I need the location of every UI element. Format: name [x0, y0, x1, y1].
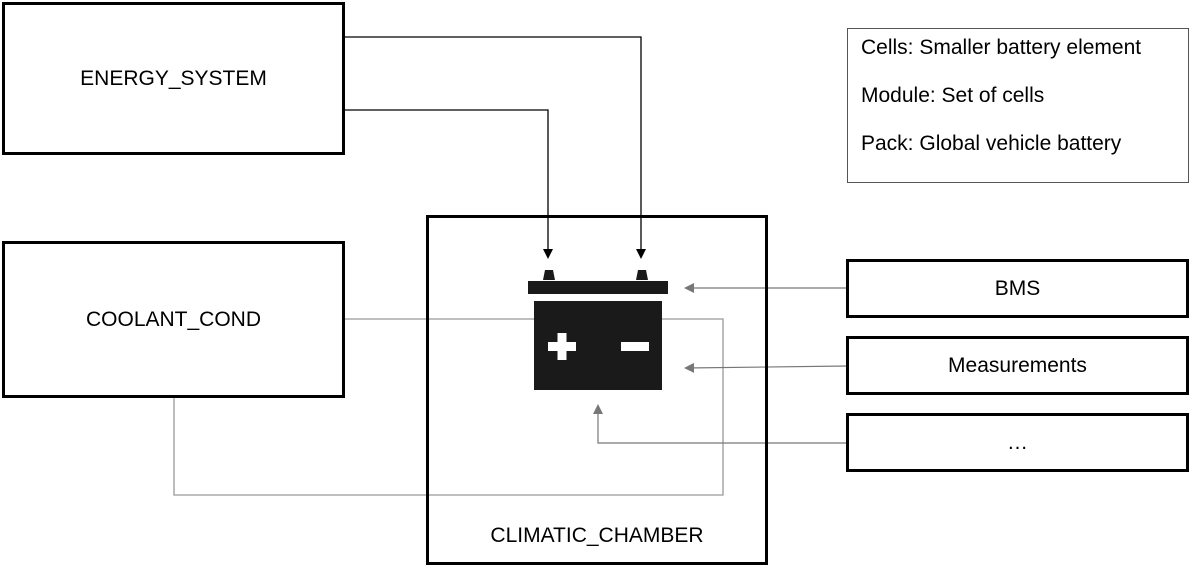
coolant-cond-box: COOLANT_COND — [2, 241, 345, 398]
other-input-label: … — [1007, 430, 1028, 454]
battery-icon — [528, 270, 668, 390]
legend-pack: Pack: Global vehicle battery — [861, 132, 1122, 155]
climatic-chamber-box: CLIMATIC_CHAMBER — [426, 215, 768, 565]
coolant-cond-label: COOLANT_COND — [85, 307, 262, 331]
bms-box: BMS — [846, 259, 1189, 318]
measurements-box: Measurements — [846, 336, 1189, 395]
legend-cells: Cells: Smaller battery element — [861, 36, 1142, 59]
power-line-positive — [345, 109, 553, 259]
other-input-box: … — [846, 413, 1189, 472]
legend-module: Module: Set of cells — [861, 84, 1045, 107]
energy-system-box: ENERGY_SYSTEM — [2, 2, 345, 155]
other-signal-line — [593, 404, 848, 444]
legend-box: Cells: Smaller battery element Module: S… — [847, 28, 1189, 183]
climatic-chamber-label: CLIMATIC_CHAMBER — [490, 524, 704, 547]
bms-label: BMS — [994, 276, 1041, 300]
measurements-label: Measurements — [948, 353, 1087, 377]
energy-system-label: ENERGY_SYSTEM — [80, 66, 267, 90]
power-line-negative — [345, 36, 646, 259]
